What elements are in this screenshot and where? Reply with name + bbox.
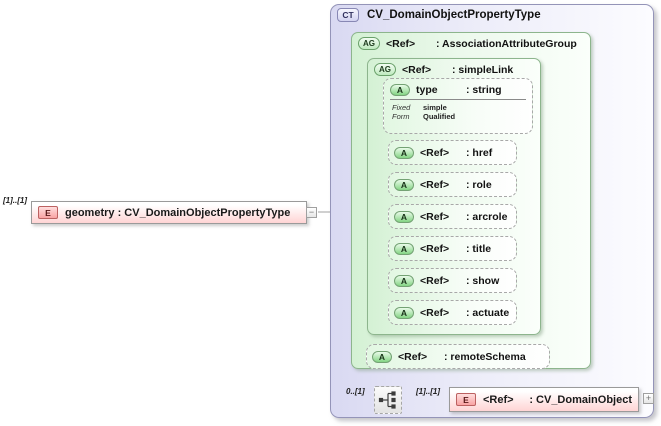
attribute-group-ref: <Ref>	[402, 63, 432, 76]
cardinality-label: [1]..[1]	[416, 387, 440, 396]
attribute-badge: A	[390, 84, 410, 96]
facet-value: simple	[423, 103, 447, 112]
choice-compositor-icon	[378, 391, 396, 409]
attribute-datatype: : title	[466, 242, 492, 255]
element-badge: E	[38, 206, 58, 219]
attribute-ref: <Ref>	[420, 210, 450, 223]
attribute-show[interactable]: A <Ref> : show	[388, 268, 517, 293]
attribute-group-simplelink-header: AG <Ref> : simpleLink	[374, 63, 513, 76]
attribute-ref: <Ref>	[420, 306, 450, 319]
attribute-name: type	[416, 84, 438, 96]
attribute-group-badge: AG	[374, 63, 396, 76]
attribute-badge: A	[372, 350, 392, 363]
attribute-href[interactable]: A <Ref> : href	[388, 140, 517, 165]
attribute-datatype: : actuate	[466, 306, 510, 319]
attribute-ref: <Ref>	[420, 178, 450, 191]
attribute-group-badge: AG	[358, 37, 380, 50]
facet-separator	[390, 99, 526, 100]
attribute-datatype: : string	[466, 84, 502, 96]
attribute-group-association-header: AG <Ref> : AssociationAttributeGroup	[358, 37, 577, 50]
attribute-title[interactable]: A <Ref> : title	[388, 236, 517, 261]
choice-compositor[interactable]	[374, 386, 402, 414]
attribute-badge: A	[394, 146, 414, 159]
collapse-icon[interactable]: −	[306, 207, 317, 218]
complex-type-header: CT CV_DomainObjectPropertyType	[337, 8, 541, 22]
attribute-group-ref: <Ref>	[386, 37, 416, 50]
element-ref: <Ref>	[483, 393, 514, 406]
cardinality-label: 0..[1]	[346, 387, 365, 396]
attribute-badge: A	[394, 274, 414, 287]
expand-icon[interactable]: +	[643, 393, 654, 404]
attribute-role[interactable]: A <Ref> : role	[388, 172, 517, 197]
attribute-badge: A	[394, 242, 414, 255]
element-domainobject[interactable]: E <Ref> : CV_DomainObject	[449, 387, 639, 412]
attribute-datatype: : role	[466, 178, 492, 191]
attribute-datatype: : show	[466, 274, 500, 287]
facet-label: Form	[392, 112, 410, 121]
facet-row: Fixed simple	[392, 103, 526, 112]
element-badge: E	[456, 393, 476, 406]
attribute-datatype: : arcrole	[466, 210, 508, 223]
attribute-group-type: : AssociationAttributeGroup	[436, 37, 577, 50]
cardinality-label: [1]..[1]	[3, 196, 27, 205]
attribute-ref: <Ref>	[420, 146, 450, 159]
element-type: : CV_DomainObject	[529, 393, 632, 406]
attribute-actuate[interactable]: A <Ref> : actuate	[388, 300, 517, 325]
complex-type-badge: CT	[337, 8, 359, 22]
element-geometry[interactable]: E geometry : CV_DomainObjectPropertyType	[31, 201, 307, 224]
facet-label: Fixed	[392, 103, 411, 112]
complex-type-title: CV_DomainObjectPropertyType	[367, 9, 541, 21]
attribute-ref: <Ref>	[398, 350, 428, 363]
attribute-arcrole[interactable]: A <Ref> : arcrole	[388, 204, 517, 229]
attribute-remoteschema[interactable]: A <Ref> : remoteSchema	[366, 344, 550, 369]
element-label: geometry : CV_DomainObjectPropertyType	[65, 206, 291, 219]
facet-value: Qualified	[423, 112, 456, 121]
attribute-badge: A	[394, 178, 414, 191]
attribute-group-type: : simpleLink	[452, 63, 514, 76]
attribute-ref: <Ref>	[420, 274, 450, 287]
attribute-datatype: : href	[466, 146, 493, 159]
facet-row: Form Qualified	[392, 112, 526, 121]
attribute-badge: A	[394, 306, 414, 319]
attribute-type[interactable]: A type : string Fixed simple Form Qualif…	[383, 78, 533, 134]
attribute-badge: A	[394, 210, 414, 223]
attribute-datatype: : remoteSchema	[444, 350, 526, 363]
attribute-ref: <Ref>	[420, 242, 450, 255]
